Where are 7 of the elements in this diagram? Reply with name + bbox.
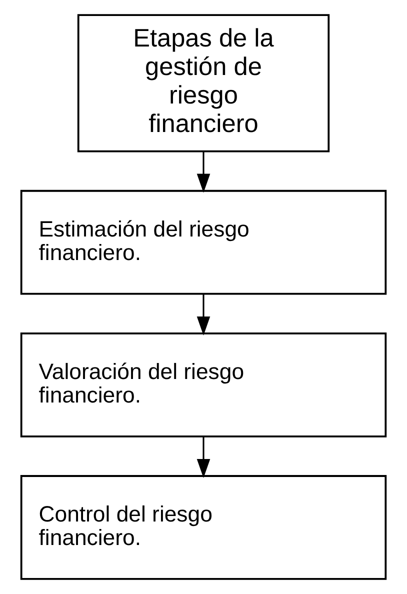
arrow — [196, 294, 210, 336]
node-box: Valoración del riesgo financiero. — [20, 332, 387, 438]
node-box: Control del riesgo financiero. — [20, 475, 387, 580]
arrow — [196, 151, 210, 193]
node-box: Etapas de la gestión de riesgo financiero — [77, 14, 330, 152]
arrow — [196, 436, 210, 478]
node-box: Estimación del riesgo financiero. — [20, 190, 387, 295]
